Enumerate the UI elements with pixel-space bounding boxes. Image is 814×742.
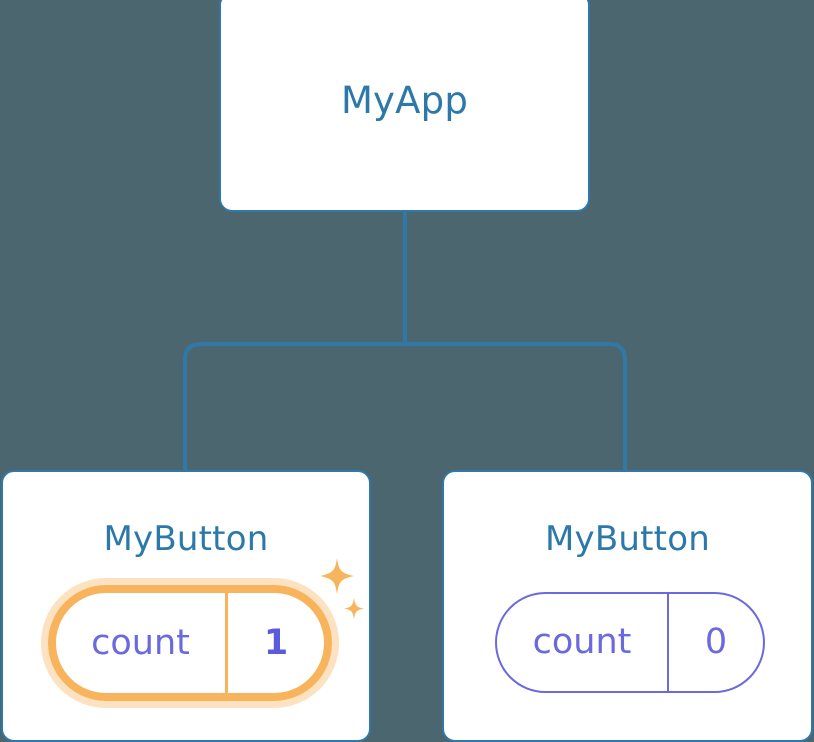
node-mybutton-right-title: MyButton: [545, 519, 710, 559]
node-myapp[interactable]: MyApp: [219, 0, 590, 212]
node-mybutton-left-title: MyButton: [103, 519, 269, 559]
node-myapp-title: MyApp: [340, 79, 469, 122]
connector-bracket: [183, 342, 627, 474]
state-pill-right-key: count: [497, 594, 669, 691]
state-pill-left[interactable]: count 1: [41, 578, 339, 708]
state-pill-left-ring: count 1: [48, 585, 332, 701]
node-mybutton-left[interactable]: MyButton count 1: [1, 470, 371, 742]
state-pill-left-halo: [41, 578, 339, 708]
state-pill-right[interactable]: count 0: [495, 592, 765, 693]
state-pill-left-key: count: [56, 593, 228, 693]
state-pill-right-value: 0: [704, 622, 728, 662]
node-mybutton-right[interactable]: MyButton count 0: [442, 470, 813, 742]
state-pill-left-value: 1: [263, 622, 289, 663]
